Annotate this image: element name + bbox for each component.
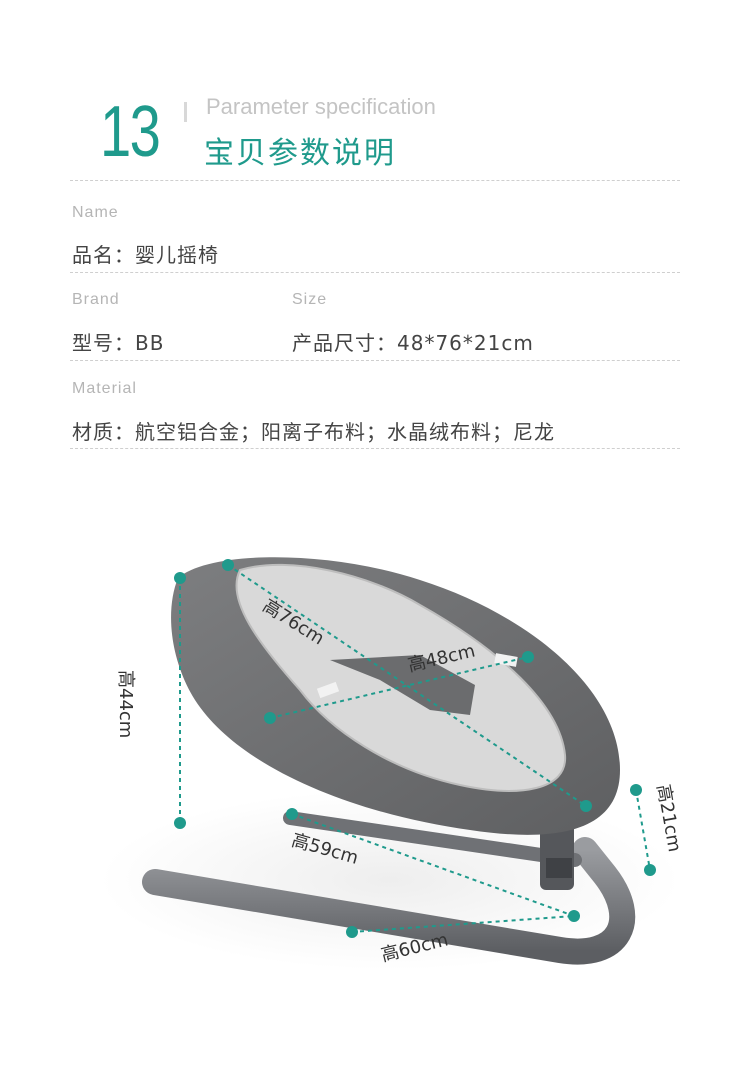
dimension-lines [179, 564, 651, 933]
product-illustration: 高76cm 高48cm 高44cm 高21cm 高59cm 高60cm [0, 480, 750, 1080]
name-label: Name [72, 204, 119, 221]
section-header: 13 Parameter specification 宝贝参数说明 [100, 92, 700, 172]
material-label: Material [72, 380, 137, 397]
dimension-points [174, 559, 656, 938]
divider-name [70, 272, 680, 273]
header-divider [184, 102, 187, 122]
dimension-height-label: 高44cm [115, 670, 136, 739]
harness-strap [330, 655, 475, 715]
floor-shadow [100, 790, 680, 970]
material-value: 材质：航空铝合金；阳离子布料；水晶绒布料；尼龙 [72, 420, 555, 444]
name-value: 品名：婴儿摇椅 [72, 243, 219, 267]
section-title-en: Parameter specification [206, 94, 436, 119]
base-rear-bar [283, 811, 582, 867]
divider-top [70, 180, 680, 181]
size-label: Size [292, 291, 328, 308]
section-number: 13 [100, 92, 161, 172]
section-title-cn: 宝贝参数说明 [204, 136, 396, 171]
base-frame [142, 837, 636, 965]
divider-material [70, 448, 680, 449]
divider-brand [70, 360, 680, 361]
baby-rocker-image [100, 557, 680, 970]
size-value: 产品尺寸：48*76*21cm [292, 331, 534, 355]
brand-label: Brand [72, 291, 120, 308]
brand-value: 型号：BB [72, 331, 165, 355]
